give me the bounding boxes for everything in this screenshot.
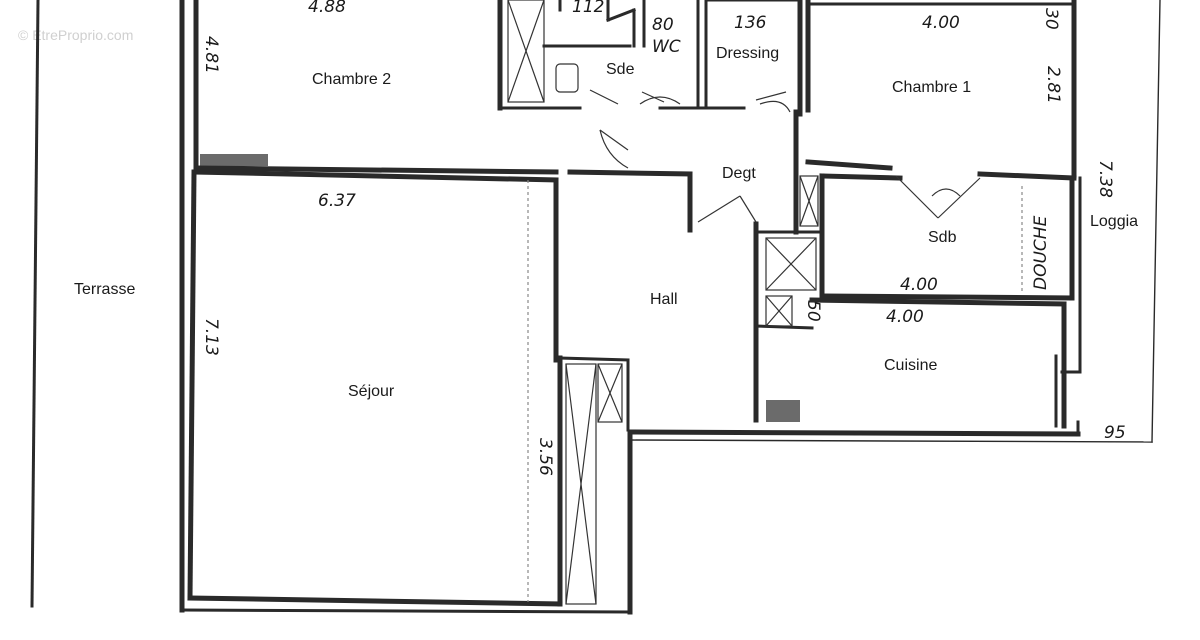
dim-side-chambre1: 2.81	[1043, 66, 1063, 104]
room-dressing: Dressing	[716, 45, 779, 62]
sde-wc-walls	[542, 0, 746, 110]
dim-sejour-inner: 3.56	[535, 438, 555, 476]
dim-sdb: 4.00	[900, 275, 938, 295]
dim-sejour-top: 6.37	[318, 191, 356, 211]
room-sde: Sde	[606, 61, 635, 78]
dim-sde: 112	[572, 0, 604, 17]
dim-bottom-right: 95	[1104, 423, 1126, 443]
room-chambre1: Chambre 1	[892, 79, 971, 96]
sejour-walls	[187, 154, 630, 607]
dim-chambre1-corner: 30	[1041, 8, 1061, 30]
room-labels: Chambre 2 Sde WC Dressing Chambre 1 Degt…	[74, 37, 1138, 400]
dim-side-chambre2: 4.81	[201, 36, 221, 74]
dim-wc: 80	[652, 15, 674, 35]
room-loggia: Loggia	[1090, 213, 1138, 230]
dim-cuisine: 4.00	[886, 307, 924, 327]
room-sdb: Sdb	[928, 229, 957, 246]
room-terrasse: Terrasse	[74, 281, 135, 298]
dim-gaine: 50	[803, 300, 823, 322]
dim-loggia: 7.38	[1095, 160, 1115, 198]
outer-walls	[30, 0, 1161, 615]
gaines	[565, 175, 819, 605]
dim-top-chambre2: 4.88	[308, 0, 346, 17]
degt-walls	[567, 109, 822, 423]
doors	[589, 89, 981, 223]
chambre1-walls	[805, 0, 1077, 181]
room-hall: Hall	[650, 291, 678, 308]
watermark: © EtreProprio.com	[18, 27, 133, 43]
room-degt: Degt	[722, 165, 756, 182]
hall-cuisine-walls	[754, 173, 1082, 429]
dressing-walls	[706, 0, 811, 117]
gaine-top-left	[507, 0, 545, 103]
dim-top-chambre1: 4.00	[922, 13, 960, 33]
room-wc: WC	[652, 37, 681, 57]
dimension-labels: 4.88 4.81 112 80 136 4.00 30 2.81 7.38 6…	[201, 0, 1126, 476]
room-douche: DOUCHE	[1031, 215, 1051, 290]
room-chambre2: Chambre 2	[312, 71, 391, 88]
room-sejour: Séjour	[348, 383, 395, 400]
dim-dressing: 136	[734, 13, 767, 33]
dim-sejour-side: 7.13	[201, 318, 221, 356]
chambre2-walls	[193, 0, 582, 175]
room-cuisine: Cuisine	[884, 357, 937, 374]
